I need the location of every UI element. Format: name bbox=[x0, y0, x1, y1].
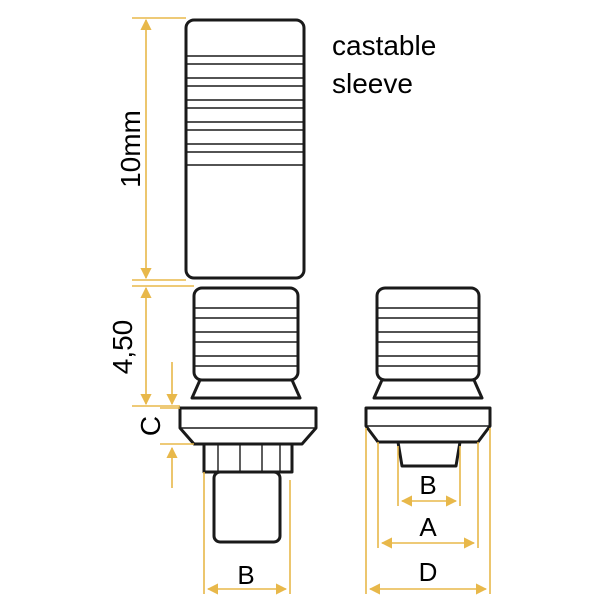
b-left-label: B bbox=[237, 560, 254, 590]
caption-line-1: castable bbox=[332, 30, 436, 61]
castable-sleeve bbox=[184, 18, 306, 280]
sleeve-height-dimension bbox=[132, 17, 186, 281]
a-dimension bbox=[377, 442, 479, 549]
b-right-dimension bbox=[397, 446, 461, 507]
left-abutment-collar bbox=[178, 286, 318, 446]
d-label: D bbox=[419, 557, 438, 587]
left-abutment-hex bbox=[202, 442, 294, 474]
collar-height-dimension bbox=[132, 285, 194, 407]
b-right-label: B bbox=[419, 470, 436, 500]
sleeve-height-label: 10mm bbox=[115, 110, 146, 188]
left-abutment-post bbox=[212, 470, 282, 544]
c-dimension bbox=[160, 362, 194, 488]
b-left-dimension bbox=[203, 472, 291, 595]
right-abutment bbox=[364, 286, 492, 468]
caption-line-2: sleeve bbox=[332, 68, 413, 99]
c-label: C bbox=[135, 416, 166, 436]
d-dimension bbox=[365, 428, 491, 595]
a-label: A bbox=[419, 512, 437, 542]
collar-height-label: 4,50 bbox=[107, 320, 138, 375]
